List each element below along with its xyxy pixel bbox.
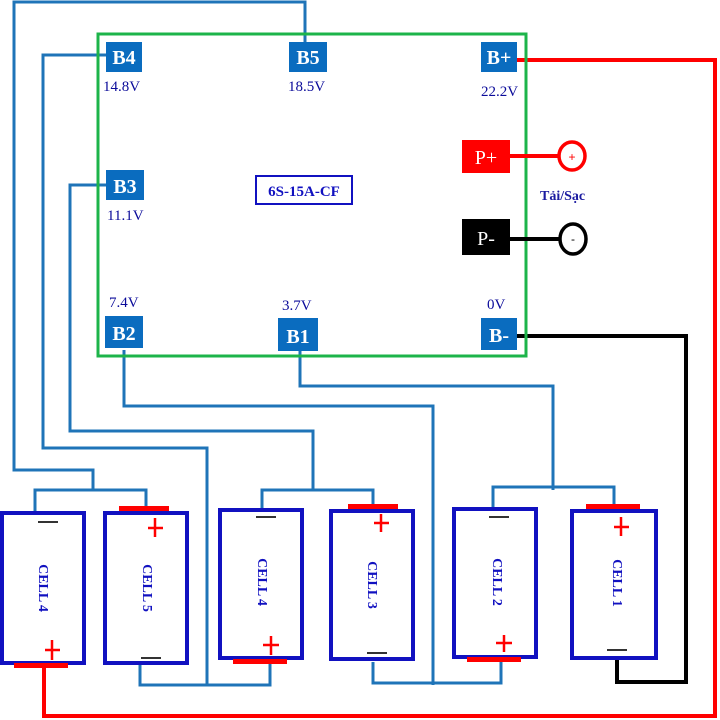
- wire-b-plus: [42, 58, 717, 718]
- wire-cell5-cell4b-bottom: [138, 662, 272, 687]
- terminal-p-minus[interactable]: P-: [462, 219, 510, 255]
- voltage-b2: 7.4V: [109, 295, 139, 311]
- terminal-b-plus[interactable]: B+: [481, 42, 517, 72]
- cell-2-left[interactable]: CELL 5: [103, 506, 189, 665]
- wire-cell4-cell5-top: [33, 488, 148, 512]
- cell-1-left[interactable]: CELL 4: [0, 511, 86, 668]
- positive-pad: [119, 506, 169, 511]
- voltage-b1: 3.7V: [282, 298, 312, 314]
- cell-label: CELL 4: [254, 558, 269, 606]
- terminal-b3-label: B3: [113, 176, 136, 198]
- connector-minus-icon[interactable]: -: [558, 222, 588, 256]
- bms-board: [96, 32, 528, 358]
- wire-b-minus: [516, 334, 688, 684]
- positive-pad: [14, 663, 68, 668]
- terminal-p-plus[interactable]: P+: [462, 140, 510, 173]
- wire-b4: [41, 53, 209, 685]
- voltage-b-plus: 22.2V: [481, 84, 518, 100]
- cell-label: CELL 4: [35, 564, 50, 612]
- terminal-b-plus-label: B+: [487, 47, 512, 69]
- voltage-b4: 14.8V: [103, 79, 140, 95]
- wire-cell3-cell2-bottom: [371, 660, 503, 685]
- cell-label: CELL 5: [139, 564, 154, 612]
- cell-label: CELL 3: [364, 561, 379, 609]
- terminal-b2[interactable]: B2: [105, 316, 143, 348]
- load-charge-label: Tải/Sạc: [540, 189, 585, 204]
- connector-plus-symbol: +: [568, 150, 575, 164]
- voltage-b5: 18.5V: [288, 79, 325, 95]
- board-model-box: [255, 175, 353, 205]
- terminal-b3[interactable]: B3: [106, 170, 144, 200]
- terminal-b5-label: B5: [296, 47, 319, 69]
- positive-pad: [467, 657, 521, 662]
- voltage-b-minus: 0V: [487, 297, 506, 313]
- voltage-b3: 11.1V: [107, 208, 144, 224]
- positive-pad: [233, 659, 287, 664]
- connector-minus-symbol: -: [571, 232, 575, 246]
- terminal-b1-label: B1: [286, 326, 309, 348]
- cell-3-middle[interactable]: CELL 4: [218, 508, 304, 664]
- cell-label: CELL 2: [489, 558, 504, 606]
- cell-6-right[interactable]: CELL 1: [570, 504, 658, 660]
- plus-icon: [614, 517, 629, 536]
- terminal-b2-label: B2: [112, 323, 135, 345]
- plus-icon: [496, 635, 512, 652]
- plus-icon: [374, 514, 389, 532]
- wire-cell2-cell1-top: [491, 485, 616, 508]
- plus-icon: [263, 636, 279, 655]
- plus-icon: [45, 640, 60, 660]
- connector-plus-icon[interactable]: +: [557, 140, 587, 172]
- cell-label: CELL 1: [609, 559, 624, 607]
- wire-cell4b-cell3-top: [260, 488, 375, 510]
- terminal-b-minus[interactable]: B-: [481, 318, 517, 350]
- terminal-b-minus-label: B-: [489, 325, 509, 347]
- terminal-p-plus-label: P+: [475, 147, 497, 169]
- positive-pad: [586, 504, 640, 509]
- terminal-b1[interactable]: B1: [278, 318, 318, 351]
- cell-5-right[interactable]: CELL 2: [452, 507, 538, 662]
- positive-pad: [348, 504, 398, 509]
- cell-4-middle[interactable]: CELL 3: [329, 504, 415, 661]
- wire-b5: [12, 0, 307, 490]
- terminal-b5[interactable]: B5: [289, 42, 327, 72]
- terminal-b4-label: B4: [112, 47, 135, 69]
- wire-b2: [122, 350, 435, 685]
- terminal-p-minus-label: P-: [477, 228, 495, 250]
- terminal-b4[interactable]: B4: [106, 42, 142, 72]
- board-model-label: 6S-15A-CF: [268, 184, 340, 200]
- wire-b3: [68, 183, 315, 490]
- plus-icon: [148, 518, 163, 537]
- wire-b1: [298, 350, 555, 490]
